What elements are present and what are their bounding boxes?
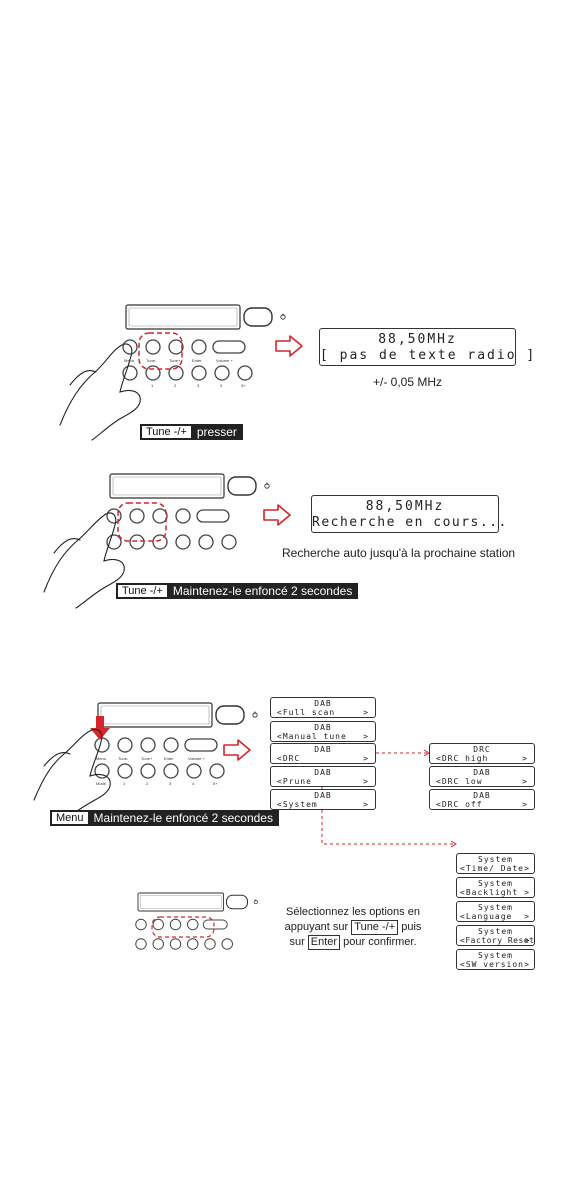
svg-text:3: 3	[197, 383, 200, 388]
hand-icon	[59, 343, 141, 441]
tune-press-label: Tune -/+ presser	[140, 424, 243, 440]
menu-screen: DAB <DRC>	[270, 743, 376, 764]
menu-screen: DAB <DRC off>	[429, 789, 535, 810]
svg-text:Enter: Enter	[164, 756, 174, 761]
svg-text:5+: 5+	[213, 781, 218, 786]
hand-icon	[33, 728, 111, 821]
action-label: presser	[196, 425, 237, 439]
svg-text:1: 1	[151, 383, 154, 388]
device-button-labels: Menu Tune- Tune+ Enter Volume + Mode 1 2…	[96, 756, 218, 786]
menu-screen: DAB <Manual tune>	[270, 721, 376, 742]
hand-icon	[43, 512, 125, 609]
menu-screen: DAB <Full scan>	[270, 697, 376, 718]
arrow-right-icon	[275, 335, 303, 357]
press-down-arrow-icon	[90, 716, 110, 740]
svg-text:Menu: Menu	[96, 756, 106, 761]
tune-highlight-1	[138, 332, 183, 370]
menu-hold-label: Menu Maintenez-le enfoncé 2 secondes	[50, 810, 279, 826]
tune-highlight-2	[117, 502, 167, 542]
svg-text:Tune+: Tune+	[169, 358, 181, 363]
search-caption: Recherche auto jusqu'à la prochaine stat…	[282, 546, 516, 560]
device-button-labels: Menu Tune- Tune+ Enter Volume + 1 2 3 4 …	[124, 358, 246, 388]
display-frequency: 88,50MHz	[378, 332, 457, 347]
enter-key: Enter	[307, 935, 341, 950]
action-label: Maintenez-le enfoncé 2 secondes	[172, 584, 353, 598]
menu-screen: System <Time/ Date>	[456, 853, 535, 874]
svg-text:4: 4	[220, 383, 223, 388]
menu-screen: System <Backlight>	[456, 877, 535, 898]
display-frequency: 88,50MHz	[365, 499, 445, 514]
svg-text:3: 3	[169, 781, 172, 786]
menu-screen: System <Factory Reset>	[456, 925, 535, 946]
key-label: Tune -/+	[117, 584, 168, 598]
svg-text:2: 2	[174, 383, 177, 388]
svg-text:Tune+: Tune+	[141, 756, 153, 761]
menu-screen: DAB <Prune>	[270, 766, 376, 787]
display-text: Recherche en cours...	[312, 515, 508, 530]
radio-device-2	[106, 473, 270, 550]
svg-text:Enter: Enter	[192, 358, 202, 363]
step-caption: +/- 0,05 MHz	[373, 375, 443, 389]
menu-screen: DAB <DRC low>	[429, 766, 535, 787]
radio-device-4	[135, 892, 258, 950]
svg-text:2: 2	[146, 781, 149, 786]
svg-text:1: 1	[123, 781, 126, 786]
menu-screen: System <SW version>	[456, 949, 535, 970]
tune-enter-highlight	[151, 916, 215, 938]
svg-text:Tune-: Tune-	[118, 756, 129, 761]
arrow-right-icon	[263, 504, 291, 526]
key-label: Tune -/+	[141, 425, 192, 439]
svg-text:Tune-: Tune-	[146, 358, 157, 363]
lcd-display-2: 88,50MHz Recherche en cours...	[311, 495, 508, 533]
display-text: [ pas de texte radio ]	[320, 348, 537, 363]
svg-text:Volume +: Volume +	[188, 756, 205, 761]
select-instruction: Sélectionnez les options en appuyant sur…	[284, 906, 422, 950]
svg-text:5+: 5+	[241, 383, 246, 388]
lcd-display-1: 88,50MHz [ pas de texte radio ]	[319, 328, 537, 366]
key-label: Menu	[51, 811, 89, 825]
radio-device-3	[94, 702, 258, 779]
arrow-right-icon	[223, 739, 251, 761]
menu-screen: System <Language>	[456, 901, 535, 922]
tune-hold-label: Tune -/+ Maintenez-le enfoncé 2 secondes	[116, 583, 359, 599]
menu-screen: DRC <DRC high>	[429, 743, 535, 764]
radio-device-1	[122, 304, 286, 381]
menu-screen: DAB <System>	[270, 789, 376, 810]
svg-text:4: 4	[192, 781, 195, 786]
svg-text:Mode: Mode	[96, 781, 107, 786]
svg-text:Menu: Menu	[124, 358, 134, 363]
action-label: Maintenez-le enfoncé 2 secondes	[93, 811, 273, 825]
svg-text:Volume +: Volume +	[216, 358, 233, 363]
tune-key: Tune -/+	[351, 920, 399, 935]
